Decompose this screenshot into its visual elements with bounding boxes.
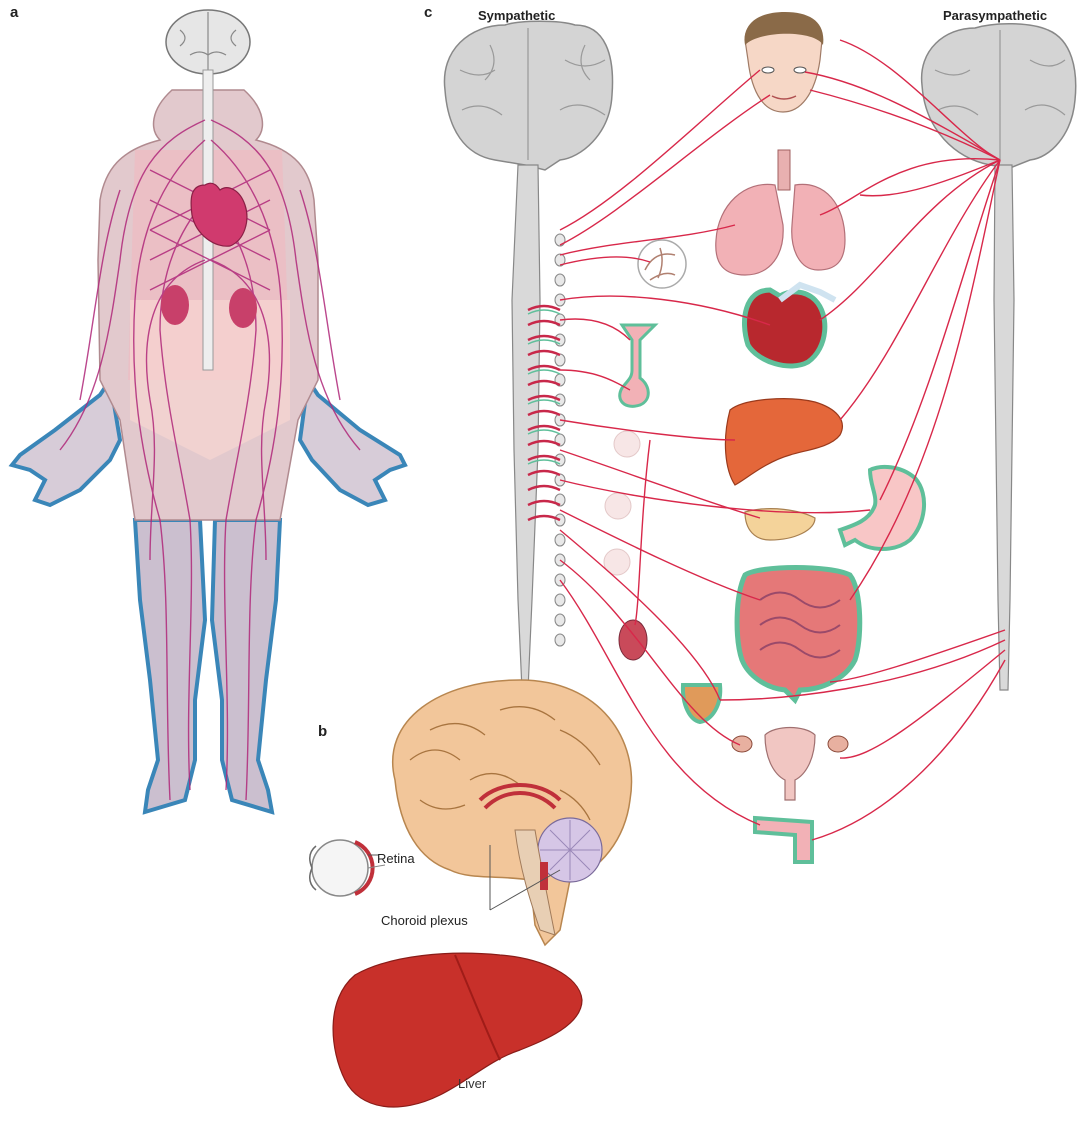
body-leg-right-outline	[212, 520, 280, 812]
liver-label: Liver	[458, 1076, 486, 1091]
organ-face	[745, 12, 824, 112]
organ-uterus	[765, 728, 815, 801]
organ-salivary-gland	[620, 325, 655, 406]
panel-b	[310, 680, 632, 1107]
panel-label-c: c	[424, 4, 432, 21]
body-hand-right-outline	[300, 380, 405, 505]
panel-label-a: a	[10, 4, 18, 21]
organ-heart	[744, 285, 835, 366]
eye	[312, 840, 368, 896]
brain-sagittal	[393, 680, 632, 945]
parasympathetic-spinal-cord	[994, 165, 1014, 690]
body-kidney-right	[229, 288, 257, 328]
organ-pancreas	[745, 509, 815, 540]
retina-label: Retina	[377, 851, 415, 866]
organ-stomach	[840, 467, 924, 549]
panel-a-body	[12, 10, 405, 812]
organ-liver	[725, 399, 842, 485]
panel-label-b: b	[318, 723, 327, 740]
body-kidney-left	[161, 285, 189, 325]
sympathetic-rami	[528, 306, 560, 520]
organ-kidney	[619, 620, 647, 660]
sympathetic-label: Sympathetic	[478, 8, 555, 23]
organ-genitals	[755, 818, 812, 862]
parasympathetic-brain	[922, 24, 1076, 168]
parasympathetic-label: Parasympathetic	[943, 8, 1047, 23]
body-leg-left-outline	[135, 520, 205, 812]
choroid-plexus-label: Choroid plexus	[381, 913, 468, 928]
